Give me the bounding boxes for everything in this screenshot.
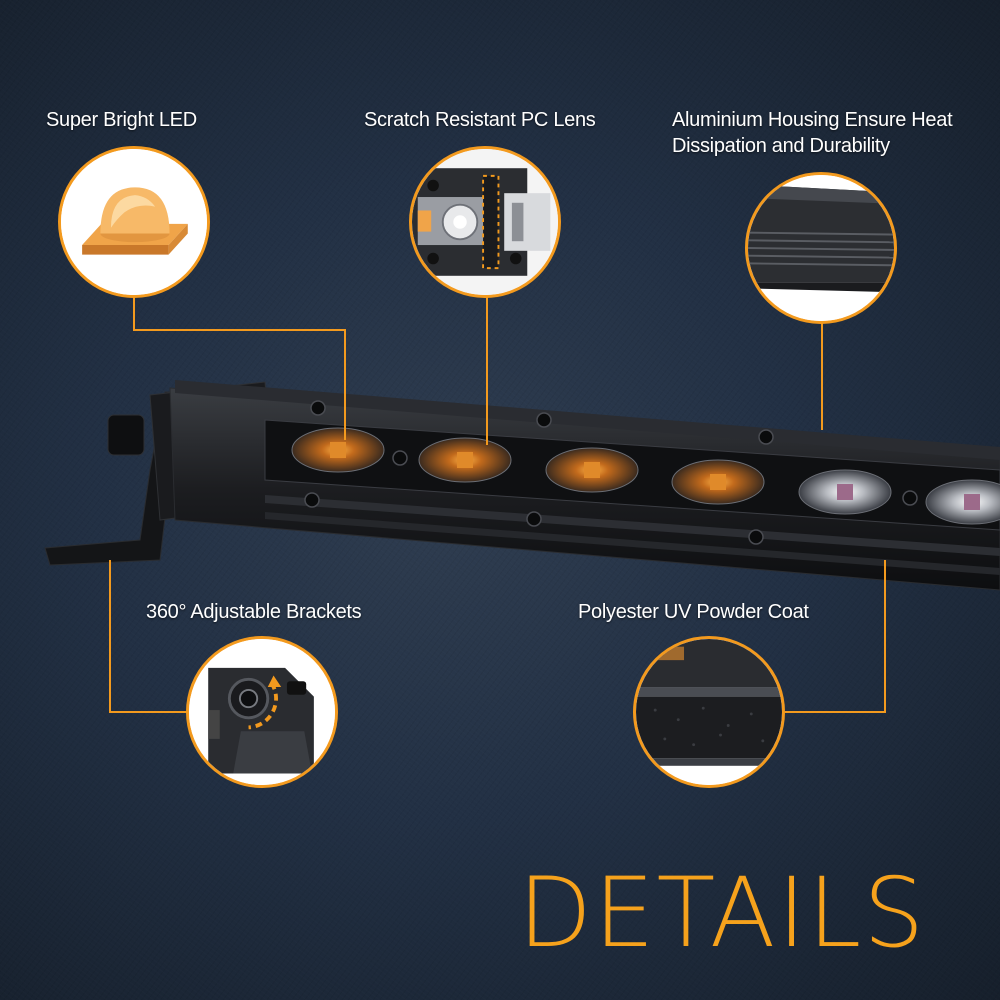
label-powder-coat: Polyester UV Powder Coat xyxy=(578,601,809,623)
label-super-bright-led: Super Bright LED xyxy=(46,109,197,131)
led-chip-icon xyxy=(58,146,210,298)
bracket-rotate-icon xyxy=(186,636,338,788)
housing-closeup-icon xyxy=(745,172,897,324)
label-housing-line2: Dissipation and Durability xyxy=(672,135,890,157)
label-housing-line1: Aluminium Housing Ensure Heat xyxy=(672,109,953,131)
details-title: DETAILS xyxy=(518,857,927,969)
lens-closeup-icon xyxy=(409,146,561,298)
powder-coat-icon xyxy=(633,636,785,788)
bracket-knob xyxy=(107,414,145,456)
label-pc-lens: Scratch Resistant PC Lens xyxy=(364,109,596,131)
label-adjustable-brackets: 360° Adjustable Brackets xyxy=(146,601,362,623)
